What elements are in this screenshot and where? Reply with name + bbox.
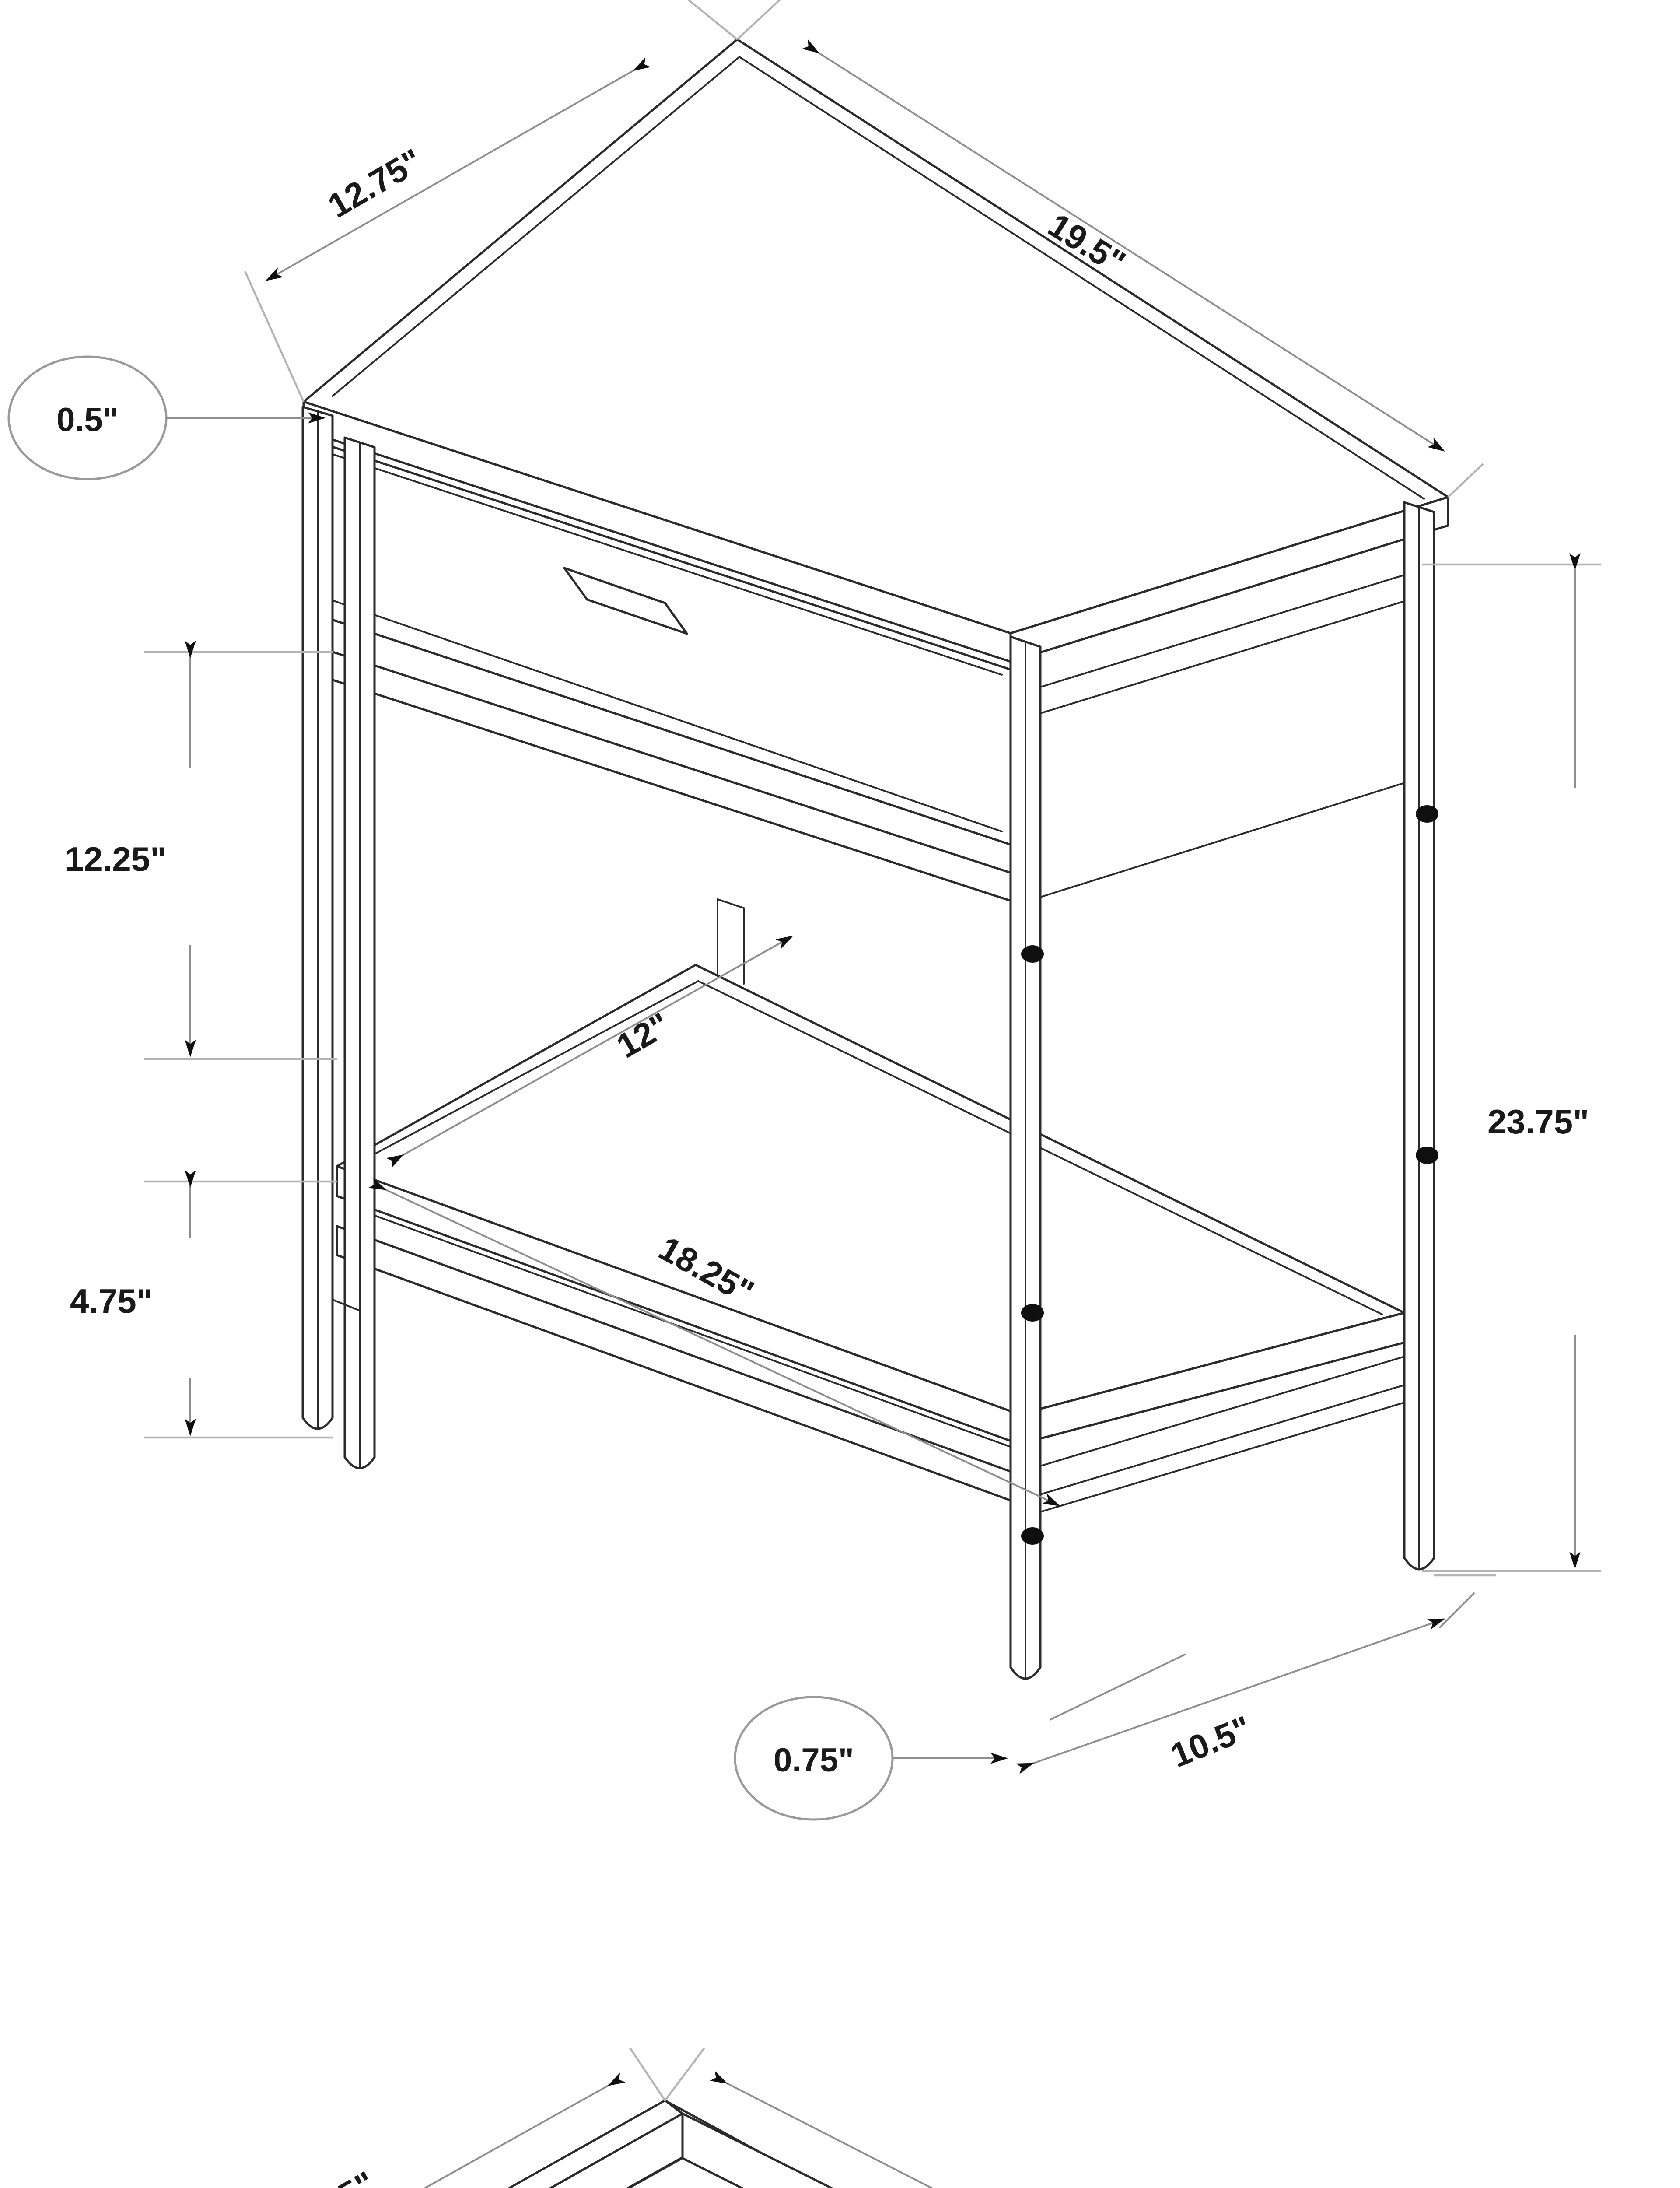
leg-front-left	[301, 406, 334, 1430]
right-side-panel	[1040, 568, 1425, 898]
fastener-marker-5	[1416, 1147, 1438, 1164]
drawer-back-right-wall-top	[664, 2099, 834, 2188]
dim-drawer-inner-width	[710, 2071, 1310, 2188]
drawer-back-right-wall-inner	[681, 2112, 834, 2188]
drawer-pull-handle[interactable]	[563, 567, 688, 635]
ext-drawer-depth-b	[629, 2047, 666, 2101]
drawer-front-top-reveal	[332, 453, 1003, 676]
leg-back-left	[343, 436, 376, 1469]
fastener-marker-2	[1021, 1304, 1044, 1322]
dim-drawer-inner-depth	[229, 2072, 626, 2188]
ext-drawer-width-a	[664, 2047, 705, 2101]
ext-depth-top-a	[244, 271, 305, 402]
drawer-view: 9.25" 15.25" 3.5" 2.75"	[229, 2047, 1310, 2188]
dimension-clearance-lower: 4.75"	[70, 1170, 337, 1439]
dim-shelf-depth	[386, 936, 794, 1168]
dim-label-clearance-upper: 12.25"	[65, 840, 166, 878]
side-panel-upper-edge-2	[1040, 594, 1425, 714]
side-panel-upper-edge	[1040, 568, 1425, 688]
ext-width-top-b	[1447, 463, 1484, 498]
ext-width-top-a	[736, 0, 781, 40]
dimension-base-depth: 10.5"	[1015, 1574, 1496, 1775]
dim-label-depth-top: 12.75"	[322, 141, 429, 225]
ext-base-depth-tick	[1438, 1592, 1475, 1629]
side-panel-lower-edge	[1040, 776, 1425, 898]
dim-label-drawer-inner-depth: 9.25"	[291, 2163, 382, 2188]
dim-width-top	[802, 39, 1446, 452]
pull-handle-left-edge	[564, 567, 588, 600]
right-lower-stretcher-top	[1040, 1356, 1405, 1467]
right-lower-stretcher-bot2	[1040, 1402, 1405, 1513]
right-lower-stretcher-bot	[1040, 1384, 1405, 1495]
leg-front-right	[1009, 635, 1044, 1680]
ext-depth-top-b	[687, 0, 738, 40]
lower-shelf	[336, 964, 1406, 1445]
fastener-marker-3	[1021, 1527, 1044, 1545]
fastener-marker-4	[1416, 805, 1438, 823]
ext-base-depth-b	[1050, 1653, 1186, 1721]
drawer-front-bottom-reveal	[332, 600, 1003, 832]
leg-back-right	[1403, 501, 1438, 1571]
callout-top-thickness: 0.5"	[7, 355, 326, 480]
drawer-back-left-wall-inner	[548, 2112, 684, 2188]
table-view: 12.75" 19.5" 0.5" 12.25"	[7, 0, 1601, 1821]
dimension-clearance-upper: 12.25"	[65, 641, 337, 1060]
dimension-overall-height: 23.75"	[1422, 553, 1601, 1572]
dim-depth-top	[265, 57, 651, 281]
callout-leg-thickness: 0.75"	[734, 1696, 1008, 1821]
fastener-marker-1	[1021, 945, 1044, 963]
dim-label-base-depth: 10.5"	[1165, 1708, 1256, 1774]
callout-label-leg-thickness: 0.75"	[774, 1742, 854, 1779]
shelf-top-surface	[336, 964, 1406, 1416]
callout-label-top-thickness: 0.5"	[56, 401, 119, 438]
drawer-rail-lower-line	[305, 670, 1014, 902]
dim-label-clearance-lower: 4.75"	[70, 1282, 153, 1320]
dim-label-overall-height: 23.75"	[1488, 1102, 1589, 1141]
dim-shelf-width	[368, 1178, 1060, 1506]
dim-base-depth	[1015, 1618, 1446, 1774]
center-support-top	[717, 898, 745, 909]
leg-left-brace	[332, 1299, 360, 1311]
